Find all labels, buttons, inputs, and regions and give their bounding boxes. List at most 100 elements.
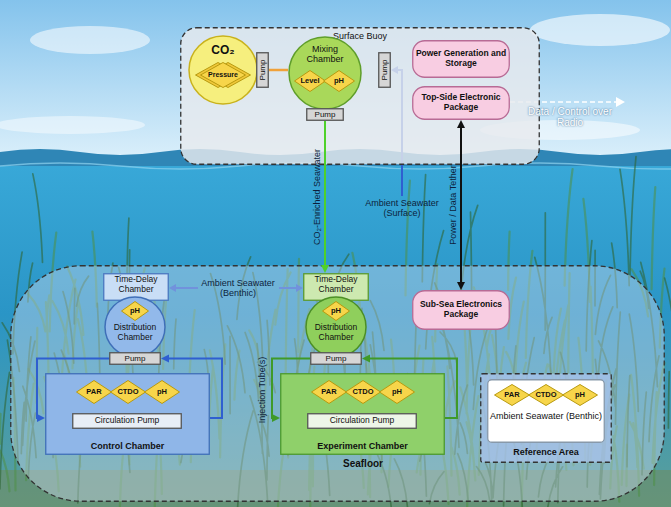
buoy-region: Surface BuoyCO₂PressurePumpMixing Chambe… — [180, 27, 540, 165]
diamond-shape — [495, 385, 530, 406]
sensor-diamond: PAR — [76, 380, 112, 404]
sea-water — [0, 156, 671, 507]
control-chamber: Control Chamber PARCTDOpH Circulation Pump — [45, 373, 210, 455]
diamond-shape — [312, 381, 347, 404]
arrow-head — [37, 414, 45, 422]
annotation-label: Injection Tube(s) — [257, 357, 267, 424]
pump-box: Pump — [109, 352, 161, 365]
time-delay-chamber-label: Time-Delay Chamber — [105, 275, 167, 294]
distribution-chamber: Distribution Chamber pH — [104, 296, 166, 358]
sensor-diamond-label: pH — [146, 388, 178, 396]
level-sensor-label: Level — [296, 77, 324, 85]
connector — [362, 355, 457, 419]
ph-sensor-label: pH — [324, 307, 348, 315]
ambient-sample-box-label: Ambient Seawater (Benthic) — [489, 411, 603, 421]
seagrass-blades — [0, 169, 671, 507]
connector-line — [272, 359, 310, 419]
pump-box-label: Pump — [308, 110, 342, 119]
co2-tank: CO₂ Pressure — [188, 35, 258, 105]
pump-box: Pump — [256, 52, 269, 88]
reference-area-label: Reference Area — [482, 447, 610, 457]
cloud — [30, 26, 150, 54]
diamond-shape — [111, 381, 146, 404]
seafloor-region-shape — [11, 266, 665, 502]
connector-line — [460, 126, 462, 284]
experiment-chamber-label: Experiment Chamber — [282, 441, 443, 451]
distribution-chamber-label: Distribution Chamber — [308, 323, 364, 342]
pressure-sensor-label: Pressure — [202, 71, 244, 79]
sensor-diamond-label: PAR — [496, 391, 528, 399]
pump-box-shape — [257, 53, 269, 88]
seafloor-region-label: Seafloor — [313, 458, 413, 469]
ambient-sample-box: Ambient Seawater (Benthic) PARCTDOpH — [487, 379, 605, 443]
reference-area: Reference Area Ambient Seawater (Benthic)… — [480, 373, 612, 463]
connector — [272, 359, 310, 423]
connector-line — [368, 359, 457, 419]
sensor-diamond-label: CTDO — [530, 391, 562, 399]
cloud — [0, 116, 145, 134]
power-box-shape — [413, 41, 510, 78]
annotation-label: Ambient Seawater (Benthic) — [196, 278, 280, 298]
pump-box-shape — [379, 53, 391, 88]
diamond-shape — [323, 302, 350, 321]
electronics-box-shape — [413, 87, 510, 120]
ph-sensor: pH — [322, 301, 350, 321]
ph-sensor-label: pH — [325, 77, 353, 85]
seafloor-region: Seafloor Time-Delay ChamberDistribution C… — [10, 265, 665, 502]
annotation-label: Ambient Seawater (Surface) — [357, 198, 447, 218]
sensor-diamond-label: CTDO — [112, 388, 144, 396]
electronics-box-label: Top-Side Electronic Package — [414, 93, 508, 112]
reference-area-shape — [481, 374, 612, 463]
annotation-label: Data / Control over Radio — [520, 106, 620, 128]
connector — [457, 120, 465, 290]
pressure-sensor: Pressure — [200, 62, 246, 88]
arrow-head — [457, 282, 465, 290]
diamond-shape — [563, 385, 598, 406]
arrow-head — [457, 120, 465, 128]
circulation-pump-shape — [73, 414, 182, 429]
electronics-box: Top-Side Electronic Package — [412, 86, 510, 120]
control-chamber-label: Control Chamber — [47, 441, 208, 451]
ph-sensor: pH — [323, 70, 355, 92]
diamond-shape — [380, 381, 415, 404]
circulation-pump-label: Circulation Pump — [309, 416, 415, 426]
cloud — [530, 14, 670, 46]
diamond-shape — [145, 381, 180, 404]
buoy-region-shape — [181, 28, 540, 165]
level-sensor: Level — [294, 70, 326, 92]
diamond-shape — [122, 302, 149, 321]
power-box: Power Generation and Storage — [412, 40, 510, 78]
distribution-chamber-label: Distribution Chamber — [107, 323, 163, 342]
distribution-chamber-shape — [105, 297, 165, 357]
pump-box-shape — [307, 109, 344, 121]
power-box-label: Power Generation and Storage — [414, 49, 508, 68]
connector-line — [37, 359, 109, 419]
circulation-pump: Circulation Pump — [307, 413, 417, 429]
electronics-box-label: Sub-Sea Electronics Package — [414, 300, 508, 319]
mixing-chamber-label: Mixing Chamber — [298, 44, 352, 64]
mixing-chamber-shape — [289, 37, 361, 109]
pump-box-shape — [311, 353, 362, 365]
connector — [161, 355, 222, 419]
sensor-diamond: PAR — [494, 384, 530, 406]
experiment-chamber-shape — [281, 374, 445, 455]
sensor-diamond: pH — [562, 384, 598, 406]
arrow-head — [616, 97, 625, 107]
time-delay-chamber-label: Time-Delay Chamber — [305, 275, 367, 294]
circulation-pump-label: Circulation Pump — [74, 416, 180, 426]
circulation-pump: Circulation Pump — [72, 413, 182, 429]
arrow-head — [362, 355, 370, 363]
sensor-diamond-label: pH — [564, 391, 596, 399]
seagrass — [0, 157, 671, 507]
sensor-diamond-label: PAR — [313, 388, 345, 396]
arrow-head — [161, 355, 169, 363]
distribution-chamber: Distribution Chamber pH — [305, 296, 367, 358]
arrow-head — [272, 414, 280, 422]
diamond-shape — [324, 71, 355, 92]
sensor-diamond-label: PAR — [78, 388, 110, 396]
diamond-shape — [346, 381, 381, 404]
diamond-shape — [77, 381, 112, 404]
co2-tank-label: CO₂ — [190, 44, 256, 57]
ph-sensor: pH — [121, 301, 149, 321]
connector-label: Power / Data Tether — [448, 165, 458, 244]
